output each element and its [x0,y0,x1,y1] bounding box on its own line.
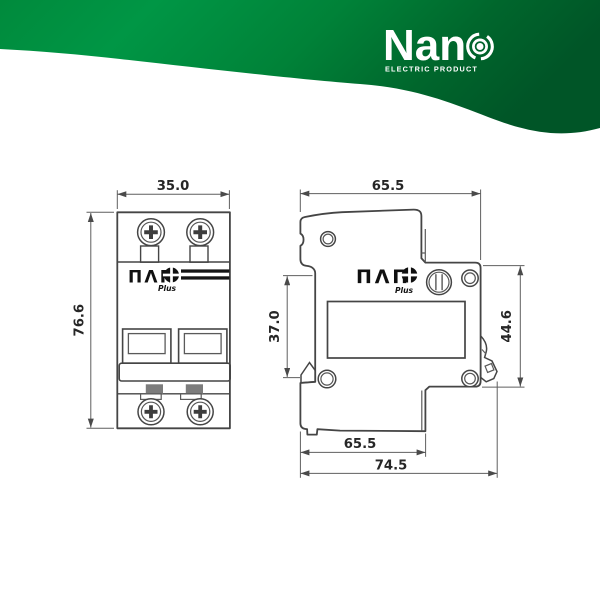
side-dim-front-height: 37.0 [268,275,313,379]
side-dim-bottom-inner: 65.5 [300,433,427,457]
front-clip-foot [300,361,317,384]
mounting-hole-icon [461,269,479,288]
side-dim-back-height: 44.6 [482,265,525,388]
phillips-screw-icon [186,218,215,247]
side-bottom-overall-label: 74.5 [375,458,408,473]
terminal-block-indicator [185,384,203,394]
brand-mark-front: ΠΛΠ Plus [128,266,230,293]
phillips-screw-icon [186,398,214,426]
front-body-outline [116,211,231,430]
brand-crosshair-icon [162,266,181,284]
mounting-hole-icon [317,369,337,389]
slotted-screw-icon [425,269,453,296]
front-width-label: 35.0 [157,179,190,194]
brand-glyphs: ΠΛΠ [356,266,411,288]
side-view: 65.5 [268,179,525,478]
brand-stripe [181,269,230,273]
terminal-block-indicator [145,384,163,394]
din-clip [480,334,498,383]
front-height-label: 76.6 [73,304,88,337]
label-plate [326,300,466,359]
brand-stripe [181,276,230,280]
side-dim-top-width: 65.5 [299,179,482,260]
logo-text: Nan [383,21,466,70]
brand-mark-side: ΠΛΠ Plus [356,266,419,295]
logo-middle-ring [472,38,488,55]
mounting-hole-icon [319,230,337,248]
front-dim-width: 35.0 [116,179,230,209]
toggle-base [118,362,231,382]
header-banner: Nan ELECTRIC PRODUCT [0,0,600,134]
brand-crosshair-icon [400,266,419,284]
side-top-width-label: 65.5 [372,179,405,194]
phillips-screw-icon [136,218,166,247]
logo-tagline: ELECTRIC PRODUCT [385,65,478,74]
logo-outer-ring [466,32,494,61]
front-dim-height: 76.6 [73,211,114,429]
side-bottom-inner-label: 65.5 [344,437,377,452]
brand-plus-label: Plus [158,284,177,293]
nano-logo: Nan ELECTRIC PRODUCT [383,21,494,74]
side-front-height-label: 37.0 [268,310,283,343]
logo-o-rings-icon [466,32,494,61]
side-dim-bottom-overall: 74.5 [299,381,498,478]
din-clip-hole [484,362,495,374]
header-swoosh [0,0,600,134]
mounting-hole-icon [461,369,479,388]
phillips-screw-icon [137,398,165,426]
terminal-tab [180,393,202,400]
logo-center-dot [476,43,484,50]
brand-glyphs: ΠΛΠ [128,268,176,288]
side-back-height-label: 44.6 [500,310,515,343]
side-body-outline [299,208,482,436]
front-view: 35.0 76.6 [73,179,231,430]
din-clip-detail [481,349,487,355]
brand-plus-label: Plus [395,286,414,295]
